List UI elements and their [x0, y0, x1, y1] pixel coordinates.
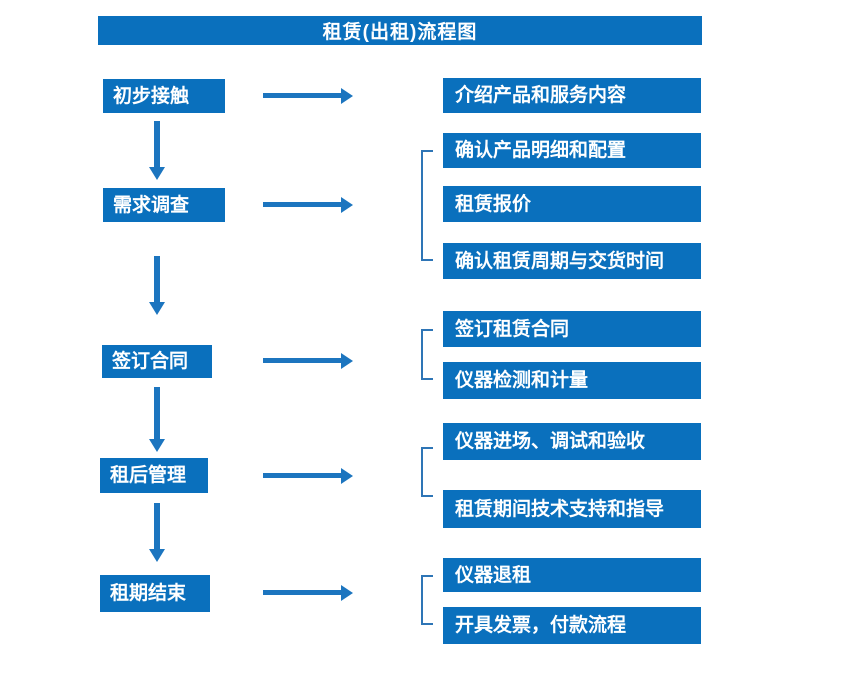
step-box-post-rental-management: 租后管理 [100, 458, 208, 493]
down-arrow-2 [149, 256, 165, 315]
step-box-demand-survey: 需求调查 [103, 188, 225, 222]
right-arrow-3 [263, 352, 353, 369]
bracket-group-2 [421, 150, 433, 261]
output-box-instrument-testing: 仪器检测和计量 [443, 362, 701, 399]
output-box-rental-quote: 租赁报价 [443, 186, 701, 222]
output-box-confirm-product-details: 确认产品明细和配置 [443, 133, 701, 168]
right-arrow-5 [263, 584, 353, 601]
right-arrow-4 [263, 467, 353, 484]
down-arrow-1 [149, 121, 165, 180]
down-arrow-3 [149, 387, 165, 452]
bracket-group-5 [421, 575, 433, 625]
page-title: 租赁(出租)流程图 [322, 22, 478, 43]
right-arrow-2 [263, 196, 353, 213]
step-box-contract-signing: 签订合同 [102, 345, 212, 378]
step-box-lease-end: 租期结束 [100, 575, 210, 612]
output-box-instrument-return: 仪器退租 [443, 558, 701, 592]
down-arrow-4 [149, 503, 165, 562]
output-box-instrument-setup-acceptance: 仪器进场、调试和验收 [443, 423, 701, 460]
step-box-initial-contact: 初步接触 [103, 79, 225, 113]
output-box-invoice-payment: 开具发票，付款流程 [443, 607, 701, 644]
output-box-confirm-rental-period: 确认租赁周期与交货时间 [443, 243, 701, 279]
right-arrow-1 [263, 87, 353, 104]
output-box-sign-rental-contract: 签订租赁合同 [443, 311, 701, 347]
bracket-group-3 [421, 329, 433, 380]
output-box-rental-tech-support: 租赁期间技术支持和指导 [443, 490, 701, 528]
bracket-group-4 [421, 447, 433, 497]
output-box-introduce-products: 介绍产品和服务内容 [443, 78, 701, 113]
title-bar: 租赁(出租)流程图 [98, 16, 702, 45]
